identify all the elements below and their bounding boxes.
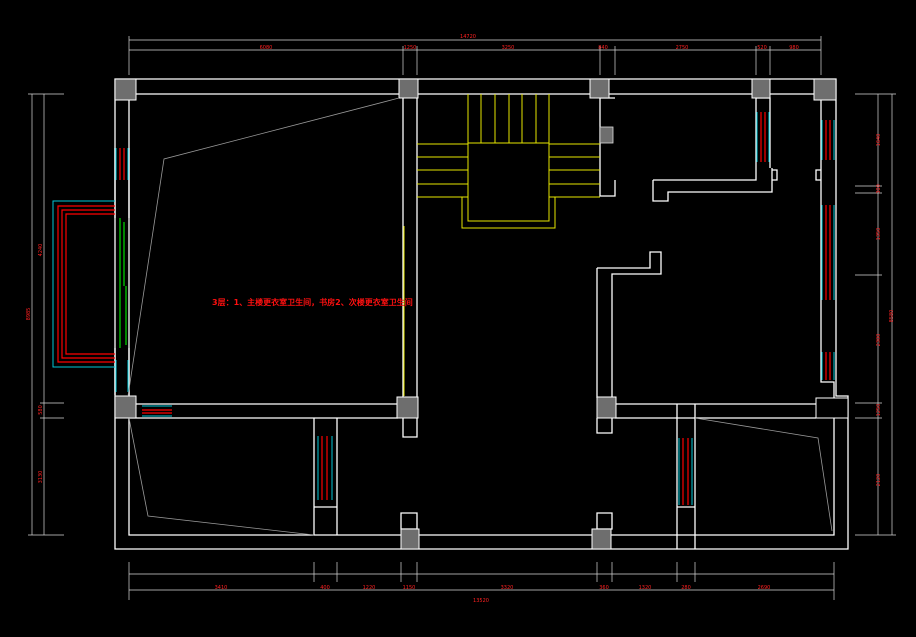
dim-left-3: 3130 [38,471,44,484]
dim-right-1: 1640 [876,134,882,147]
dim-bottom-7: 1320 [639,585,652,591]
dim-bottom-1: 3410 [215,585,228,591]
dim-bottom-6: 360 [599,585,609,591]
dim-right-2: 300 [876,184,882,194]
dim-top-2: 1250 [404,45,417,51]
dim-top-total: 14720 [460,34,476,40]
dim-right-5: 1250 [876,404,882,417]
dim-bottom-5: 3320 [501,585,514,591]
dim-right-4: 2300 [876,334,882,347]
dim-bottom-2: 400 [320,585,330,591]
dim-top-5: 2750 [676,45,689,51]
windows [52,112,835,505]
dim-right-total: 8580 [889,310,895,323]
dimension-text: 14720 6080 1250 3250 840 2750 520 980 34… [26,34,895,604]
dim-left-total: 8985 [26,308,32,321]
dim-bottom-total: 13520 [473,598,489,604]
dimension-lines [28,36,896,600]
dim-top-6: 520 [757,45,767,51]
dim-right-6: 2120 [876,474,882,487]
structural-columns [114,78,849,550]
dim-top-3: 3250 [502,45,515,51]
sketch-lines [127,97,833,536]
dim-top-4: 840 [598,45,608,51]
internal-walls [129,97,821,549]
dim-bottom-9: 2690 [758,585,771,591]
dim-top-7: 980 [789,45,799,51]
outer-walls [114,78,849,550]
staircase [403,94,600,396]
dim-left-2: 580 [38,405,44,415]
dim-bottom-4: 1150 [403,585,416,591]
dim-bottom-8: 280 [681,585,691,591]
dim-top-1: 6080 [260,45,273,51]
dim-right-3: 1350 [876,228,882,241]
floor-note: 3层：1、主楼更衣室卫生间，书房2、次楼更衣室卫生间 [212,297,413,307]
dim-bottom-3: 1220 [363,585,376,591]
dim-left-1: 4240 [38,244,44,257]
